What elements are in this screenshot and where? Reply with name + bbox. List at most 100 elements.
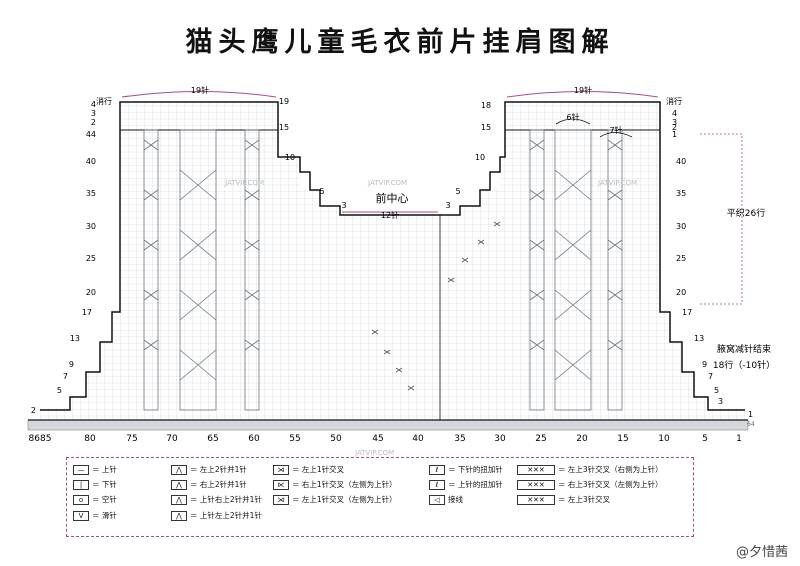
inner-row-label: 5: [319, 187, 324, 196]
legend-symbol: V: [73, 510, 89, 521]
legend-label: ＝ 右上2针并1针: [190, 480, 247, 489]
bottom-strip: [27, 419, 749, 431]
right-row-label: 3: [718, 397, 723, 406]
left-row-label: 30: [86, 222, 96, 231]
right-row-label: 25: [676, 254, 686, 263]
right-row-label: 40: [676, 157, 686, 166]
inner-row-label: 19: [279, 97, 289, 106]
stitch-tick: 80: [84, 434, 96, 444]
stitch-tick: 55: [289, 434, 300, 444]
right-row-label: 9: [702, 360, 707, 369]
left-row-label: 2: [91, 118, 96, 127]
inner-row-label: 18: [481, 101, 491, 110]
legend-item: ⋀＝ 左上2针并1针: [171, 464, 247, 475]
stitch-tick: 50: [330, 434, 342, 444]
center-label: 前中心: [376, 191, 409, 205]
legend-item: ⋊＝ 左上1针交叉: [273, 464, 344, 475]
inner-row-label: 5: [455, 187, 460, 196]
right-row-label: 35: [676, 189, 686, 198]
slip-left-label: 消行: [96, 96, 112, 106]
legend-symbol: ◁: [429, 494, 445, 505]
legend-item: ℓ＝ 上针的扭加针: [429, 479, 503, 490]
flat-rows-label: 平织26行: [727, 207, 765, 219]
legend-item: ✕✕✕＝ 右上3针交叉（左侧为上针）: [517, 479, 663, 490]
stitch-tick: 15: [617, 434, 628, 444]
right-row-label: 30: [676, 222, 686, 231]
right-piece-outline: [440, 101, 745, 411]
legend-symbol: —: [73, 464, 89, 475]
stitch-tick: 1: [736, 434, 742, 444]
neck-decrease-marks: [371, 221, 501, 391]
legend-item: ✕✕✕＝ 左上3针交叉（右侧为上针）: [517, 464, 663, 475]
stitch-tick: 20: [576, 434, 588, 444]
legend-label: ＝ 上针右上2针并1针: [190, 495, 262, 504]
legend-item: ✕✕✕＝ 左上3针交叉: [517, 494, 610, 505]
legend-item: ⋊＝ 左上1针交叉（左侧为上针）: [273, 494, 397, 505]
legend-symbol: ✕✕✕: [517, 494, 555, 505]
legend-symbol: ⋀: [171, 494, 187, 505]
legend-label: ＝ 上针的扭加针: [448, 480, 503, 489]
legend-symbol: |: [73, 479, 89, 490]
inner-row-label: 10: [475, 153, 485, 162]
legend-label: ＝ 滑针: [92, 511, 117, 520]
watermark: JATVIP.COM: [367, 179, 407, 187]
inner-row-label: 15: [279, 123, 289, 132]
right-top-arc: [506, 91, 659, 98]
left-row-label: 9: [69, 360, 74, 369]
right-row-label: 13: [694, 334, 704, 343]
left-row-label: 40: [86, 157, 96, 166]
stitch-tick: 30: [494, 434, 506, 444]
legend-item: ℓ＝ 下针的扭加针: [429, 464, 503, 475]
armhole-label-1: 腋窝减针结束: [717, 343, 771, 355]
right-row-label: 1: [748, 410, 753, 419]
credit: @夕惜茜: [735, 545, 788, 560]
legend-label: ＝ 上针左上2针并1针: [190, 511, 262, 520]
legend-label: ＝ 左上1针交叉: [292, 465, 345, 474]
slip-right-label: 消行: [666, 96, 682, 106]
armhole-label-2: 18行（-10针）: [713, 359, 775, 371]
stitch-tick: 70: [166, 434, 178, 444]
inner-row-label: 10: [285, 153, 295, 162]
right-row-label: 2: [672, 123, 677, 132]
legend-item: |＝ 下针: [73, 479, 117, 490]
cable-columns: [143, 129, 623, 411]
inner-row-label: 15: [481, 123, 491, 132]
diagram-title: 猫头鹰儿童毛衣前片挂肩图解: [185, 27, 615, 58]
legend-symbol: ✕✕✕: [517, 464, 555, 475]
stitch-tick: 8685: [29, 434, 52, 444]
left-row-label: 13: [70, 334, 80, 343]
right-piece-grid: [440, 102, 745, 420]
right-inner-a: 6针: [566, 112, 579, 122]
left-top-arc: [121, 91, 277, 98]
watermark: JATVIP.COM: [354, 449, 394, 457]
right-inner-b: 7针: [609, 125, 622, 135]
left-row-label: 25: [86, 254, 96, 263]
legend-symbol: ⋉: [273, 479, 289, 490]
right-row-label: 17: [682, 308, 692, 317]
legend-label: ＝ 左上2针并1针: [190, 465, 247, 474]
left-row-label: 5: [57, 386, 62, 395]
inner-row-label: 3: [445, 201, 450, 210]
left-row-label: 4: [91, 100, 96, 109]
stitch-64-label: 64: [747, 421, 755, 428]
legend-item: ◁接线: [429, 494, 463, 505]
legend-symbol: ⋀: [171, 464, 187, 475]
legend-item: ⋀＝ 右上2针并1针: [171, 479, 247, 490]
legend-label: ＝ 右上3针交叉（左侧为上针）: [558, 480, 663, 489]
watermark: JATVIP.COM: [597, 179, 637, 187]
stitch-tick: 10: [658, 434, 670, 444]
left-row-label: 3: [91, 109, 96, 118]
right-row-label: 4: [672, 109, 677, 118]
legend-symbol: ⋊: [273, 494, 289, 505]
legend-label: ＝ 下针: [92, 480, 117, 489]
left-row-label: 2: [31, 406, 36, 415]
left-piece-grid: [40, 102, 440, 420]
right-inner-arc-b: [599, 132, 633, 138]
legend-symbol: ⋀: [171, 510, 187, 521]
legend-label: ＝ 空针: [92, 495, 117, 504]
legend-label: ＝ 左上3针交叉（右侧为上针）: [558, 465, 663, 474]
watermark: JATVIP.COM: [224, 179, 264, 187]
stitch-tick: 45: [372, 434, 383, 444]
